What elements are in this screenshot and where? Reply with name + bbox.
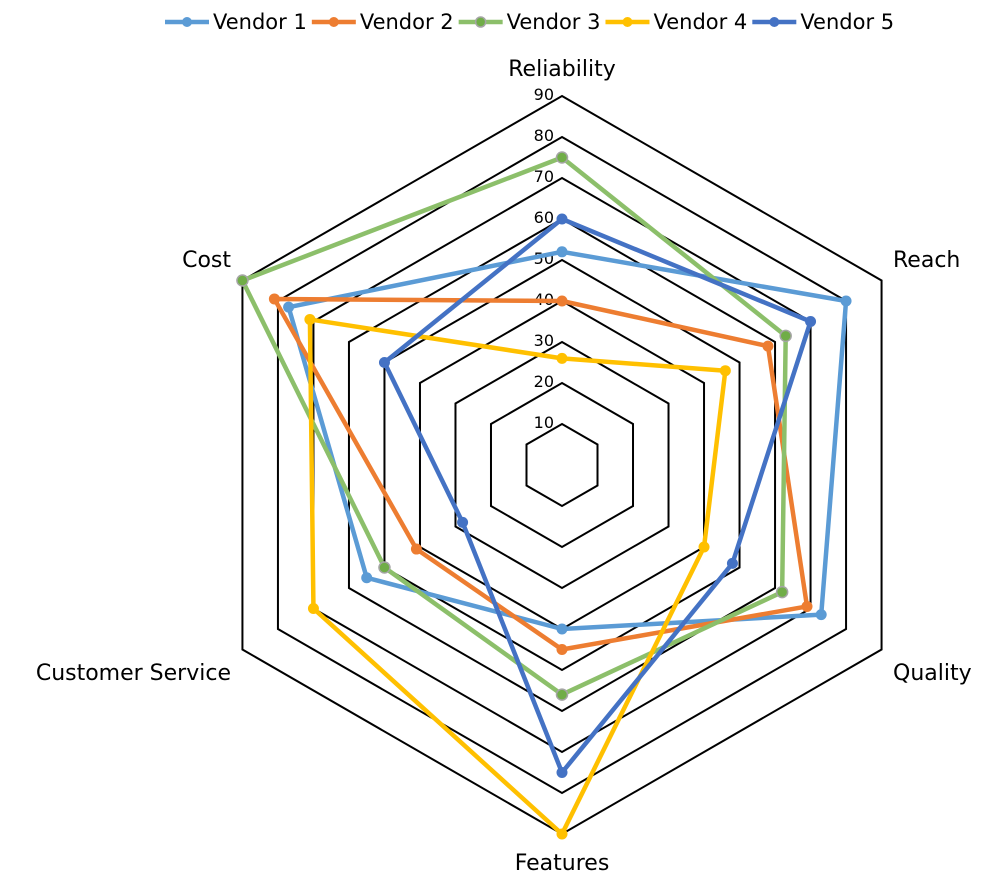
- tick-label: 80: [534, 126, 554, 145]
- grid-ring-70: [312, 176, 812, 754]
- data-point: [457, 516, 469, 528]
- data-point: [410, 543, 422, 555]
- data-point: [726, 557, 738, 569]
- data-point: [555, 688, 569, 701]
- data-point: [779, 329, 792, 343]
- legend-marker: [182, 17, 192, 27]
- legend-label: Vendor 3: [507, 10, 601, 34]
- data-point: [283, 301, 295, 313]
- tick-label: 70: [534, 167, 554, 186]
- data-point: [307, 603, 319, 614]
- legend: Vendor 1 Vendor 2 Vendor 3 Vendor 4 Vendor 5: [165, 10, 894, 34]
- data-point: [556, 352, 568, 364]
- tick-label: 90: [534, 85, 554, 104]
- legend-label: Vendor 4: [653, 10, 747, 34]
- legend-marker: [622, 17, 633, 27]
- series-5: [378, 213, 817, 778]
- data-point: [775, 585, 789, 599]
- legend-item-4: Vendor 4: [605, 10, 747, 34]
- data-point: [805, 316, 817, 327]
- tick-label: 20: [534, 372, 554, 391]
- data-point: [556, 213, 568, 225]
- axis-label-reach: Reach: [893, 248, 960, 273]
- grid-ring-60: [347, 217, 777, 713]
- data-point: [698, 541, 710, 553]
- data-point: [378, 357, 390, 368]
- legend-item-2: Vendor 2: [311, 10, 454, 34]
- axis-label-reliability: Reliability: [508, 57, 616, 82]
- grid-ring-30: [454, 340, 670, 590]
- series-1: [283, 246, 852, 635]
- grid-ring-20: [489, 381, 635, 549]
- legend-item-5: Vendor 5: [752, 10, 894, 34]
- series-3: [236, 151, 792, 701]
- tick-label: 30: [534, 331, 554, 350]
- data-point: [555, 151, 569, 164]
- series-line: [272, 296, 810, 652]
- axis-label-cost: Cost: [182, 248, 231, 273]
- series-line: [286, 249, 849, 632]
- legend-label: Vendor 2: [360, 10, 454, 34]
- legend-item-3: Vendor 3: [458, 10, 601, 34]
- data-point: [556, 246, 568, 258]
- data-point: [815, 609, 827, 621]
- axis-label-quality: Quality: [893, 661, 972, 686]
- tick-label: 10: [534, 413, 554, 432]
- data-point: [236, 274, 249, 287]
- axis-label-customer-service: Customer Service: [36, 661, 231, 686]
- legend-marker: [769, 17, 780, 27]
- legend-marker: [474, 16, 487, 28]
- series-2: [268, 293, 813, 655]
- data-point: [361, 572, 373, 584]
- data-point: [304, 313, 316, 325]
- data-point: [268, 293, 280, 305]
- grid-ring-10: [525, 422, 599, 508]
- data-point: [556, 295, 568, 307]
- legend-label: Vendor 5: [800, 10, 894, 34]
- data-point: [556, 644, 568, 655]
- data-point: [840, 295, 852, 307]
- legend-marker: [328, 17, 339, 27]
- data-point: [556, 623, 568, 635]
- axis-label-features: Features: [515, 851, 610, 876]
- tick-label: 60: [534, 208, 554, 227]
- data-point: [801, 600, 813, 612]
- data-point: [378, 561, 391, 574]
- series-group: [236, 151, 852, 840]
- legend-item-1: Vendor 1: [165, 10, 307, 34]
- data-point: [719, 365, 731, 377]
- data-point: [556, 767, 568, 778]
- data-point: [556, 828, 568, 840]
- series-4: [304, 313, 731, 840]
- data-point: [762, 340, 774, 352]
- series-line: [307, 317, 728, 837]
- legend-label: Vendor 1: [213, 10, 307, 34]
